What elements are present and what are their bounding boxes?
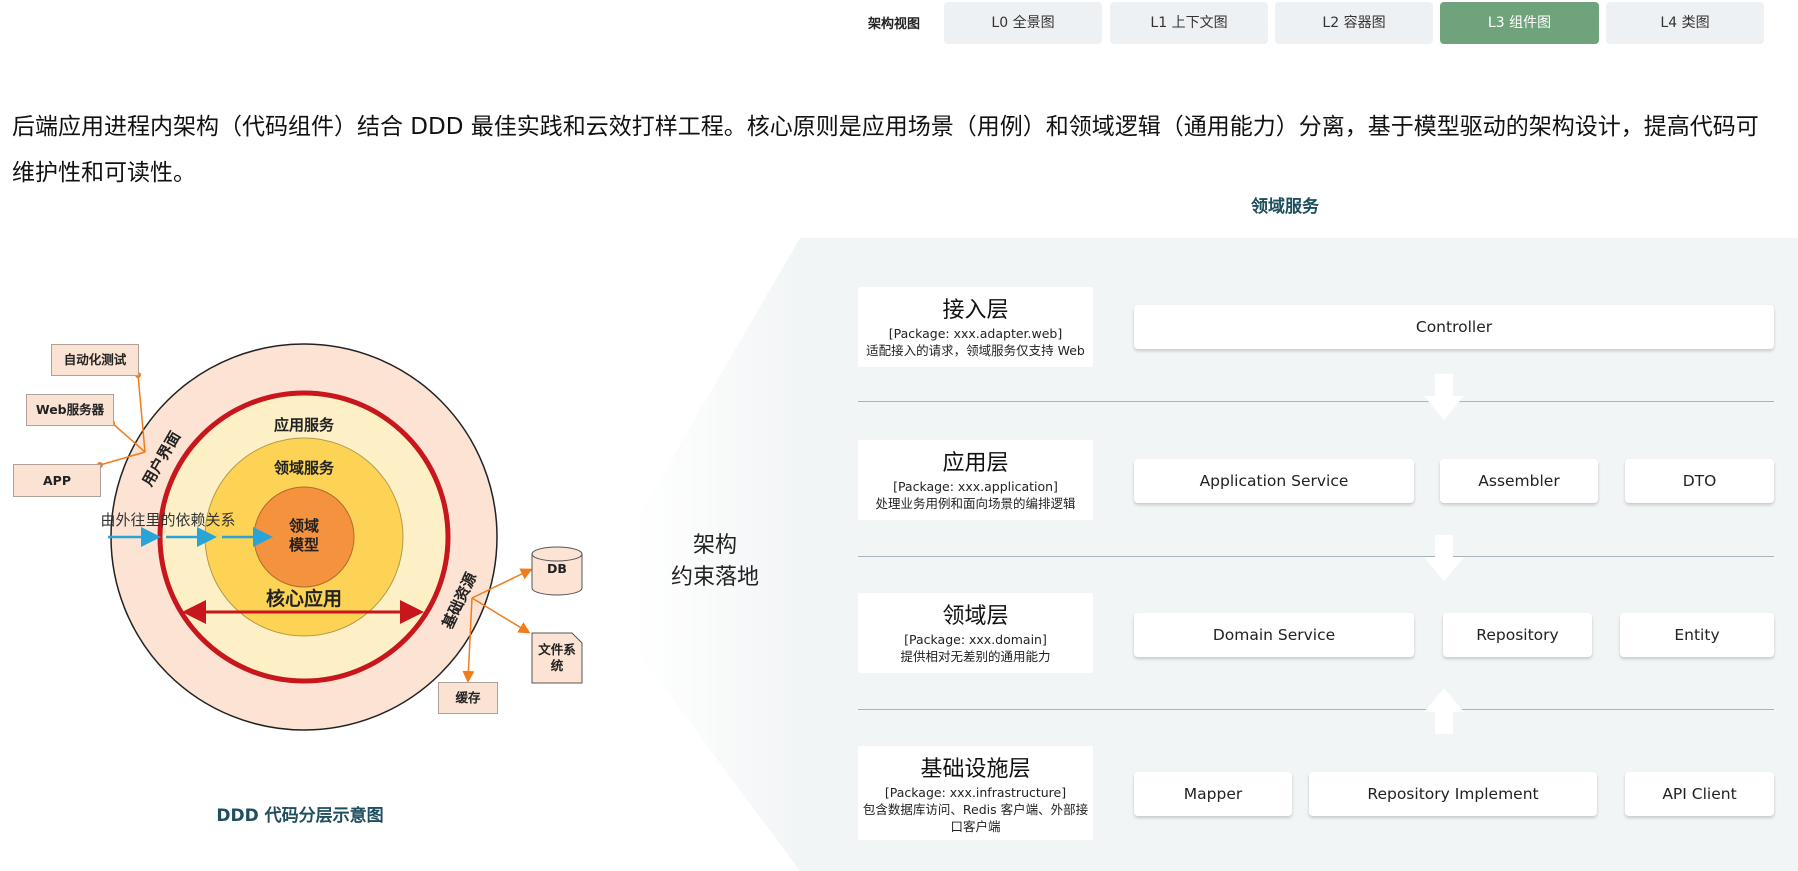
ddd-diagram-caption: DDD 代码分层示意图 <box>216 806 384 826</box>
layer-desc: 处理业务用例和面向场景的编排逻辑 <box>875 496 1076 511</box>
intro-text: 后端应用进程内架构（代码组件）结合 DDD 最佳实践和云效打样工程。核心原则是应… <box>12 114 1759 186</box>
layer-desc: 包含数据库访问、Redis 客户端、外部接口客户端 <box>862 802 1089 834</box>
core-app-label: 核心应用 <box>265 588 342 610</box>
layer-title: 应用层 <box>942 451 1009 476</box>
layer-title: 接入层 <box>942 298 1009 323</box>
component-controller[interactable]: Controller <box>1134 305 1774 349</box>
db-icon <box>531 546 583 596</box>
tab-l3-component[interactable]: L3 组件图 <box>1440 2 1599 44</box>
connector-db <box>471 568 533 599</box>
connector-line <box>137 374 146 453</box>
layer-desc: 适配接入的请求，领域服务仅支持 Web <box>866 343 1085 358</box>
component-assembler[interactable]: Assembler <box>1440 459 1598 503</box>
layer-infrastructure: 基础设施层 [Package: xxx.infrastructure] 包含数据… <box>858 746 1093 840</box>
connector-cache <box>462 597 475 683</box>
arrow-down-icon <box>1424 535 1464 581</box>
layer-title: 领域层 <box>942 604 1009 629</box>
layer-divider <box>858 556 1774 557</box>
layer-package: [Package: xxx.adapter.web] <box>888 326 1063 341</box>
component-mapper[interactable]: Mapper <box>1134 772 1292 816</box>
connector-file-system <box>471 597 531 634</box>
file-system-icon <box>531 632 583 684</box>
component-api-client[interactable]: API Client <box>1625 772 1774 816</box>
arch-label-line1: 架构 <box>692 533 737 558</box>
auto-test-box: 自动化测试 <box>51 344 139 376</box>
tab-l4-class[interactable]: L4 类图 <box>1606 2 1764 44</box>
component-dto[interactable]: DTO <box>1625 459 1774 503</box>
app-service-label: 应用服务 <box>273 416 334 434</box>
domain-service-label: 领域服务 <box>273 459 334 477</box>
connector-line <box>99 451 146 466</box>
layer-divider <box>858 709 1774 710</box>
layer-divider <box>858 401 1774 402</box>
component-application-service[interactable]: Application Service <box>1134 459 1414 503</box>
layer-domain: 领域层 [Package: xxx.domain] 提供相对无差别的通用能力 <box>858 593 1093 673</box>
dependency-note: 由外往里的依赖关系 <box>100 511 236 529</box>
arrow-up-icon <box>1424 688 1464 734</box>
layer-adapter: 接入层 [Package: xxx.adapter.web] 适配接入的请求，领… <box>858 287 1093 367</box>
arch-label-line2: 约束落地 <box>670 565 759 590</box>
architecture-constraint-label: 架构 约束落地 <box>655 530 775 594</box>
web-server-box: Web服务器 <box>26 394 114 426</box>
tab-l2-container[interactable]: L2 容器图 <box>1275 2 1433 44</box>
right-panel-caption: 领域服务 <box>1251 197 1319 217</box>
component-domain-service[interactable]: Domain Service <box>1134 613 1414 657</box>
view-switcher-label: 架构视图 <box>868 17 921 32</box>
tab-l1-context[interactable]: L1 上下文图 <box>1110 2 1268 44</box>
component-repository-implement[interactable]: Repository Implement <box>1309 772 1597 816</box>
layer-package: [Package: xxx.application] <box>893 479 1058 494</box>
domain-model-label: 领域模型 <box>288 517 319 554</box>
layer-desc: 提供相对无差别的通用能力 <box>900 649 1051 664</box>
ddd-layer-diagram <box>97 343 583 731</box>
db-label: DB <box>547 561 567 576</box>
layer-title: 基础设施层 <box>920 757 1031 782</box>
component-repository[interactable]: Repository <box>1443 613 1592 657</box>
cache-box: 缓存 <box>438 682 498 714</box>
app-box: APP <box>13 464 101 497</box>
connector-line <box>111 422 146 453</box>
file-system-label: 文件系统 <box>538 642 576 673</box>
layer-package: [Package: xxx.domain] <box>904 632 1047 647</box>
layer-package: [Package: xxx.infrastructure] <box>884 785 1067 800</box>
tab-l0-overview[interactable]: L0 全景图 <box>944 2 1102 44</box>
component-entity[interactable]: Entity <box>1620 613 1774 657</box>
layer-application: 应用层 [Package: xxx.application] 处理业务用例和面向… <box>858 440 1093 520</box>
arrow-down-icon <box>1424 374 1464 420</box>
